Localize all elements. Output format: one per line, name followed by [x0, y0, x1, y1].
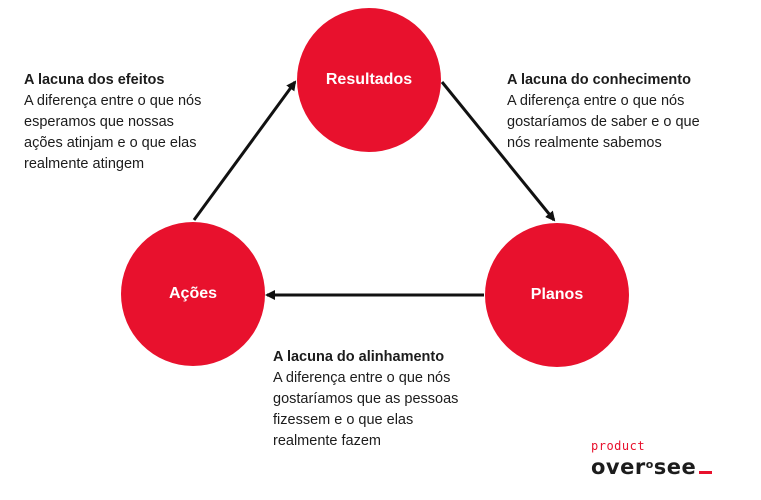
gap-alinhamento-line: fizessem e o que elas — [273, 412, 414, 428]
logo-main-small: o — [645, 458, 654, 471]
arrow-resultados-to-planos — [440, 81, 556, 222]
gap-conhecimento-line: A diferença entre o que nós — [507, 93, 685, 109]
logo-main-after: see — [653, 455, 697, 479]
node-planos-label: Planos — [530, 286, 584, 303]
gap-efeitos-line: esperamos que nossas — [24, 114, 174, 130]
node-resultados-circle — [297, 8, 441, 152]
gap-efeitos-title: A lacuna dos efeitos — [24, 72, 165, 88]
gap-conhecimento-title: A lacuna do conhecimento — [507, 72, 691, 88]
gap-efeitos-line: ações atinjam e o que elas — [24, 135, 197, 151]
node-acoes-label: Ações — [168, 285, 218, 302]
node-resultados-label: Resultados — [325, 71, 413, 88]
gap-alinhamento: A lacuna do alinhamento A diferença entr… — [273, 347, 503, 452]
gap-conhecimento-line: nós realmente sabemos — [507, 135, 662, 151]
gap-efeitos-line: A diferença entre o que nós — [24, 93, 202, 109]
logo-main-before: over — [591, 455, 646, 479]
gap-efeitos-line: realmente atingem — [24, 156, 145, 172]
gap-alinhamento-line: A diferença entre o que nós — [273, 370, 451, 386]
gap-conhecimento: A lacuna do conhecimento A diferença ent… — [507, 70, 747, 154]
gap-alinhamento-title: A lacuna do alinhamento — [273, 349, 445, 365]
logo-cursor-mark — [699, 471, 713, 474]
gap-alinhamento-line: realmente fazem — [273, 433, 381, 449]
node-acoes-circle — [121, 222, 265, 366]
node-planos-circle — [485, 223, 629, 367]
product-oversee-logo: product overosee — [591, 440, 731, 479]
gap-alinhamento-line: gostaríamos que as pessoas — [273, 391, 459, 407]
gap-conhecimento-line: gostaríamos de saber e o que — [507, 114, 700, 130]
logo-main-text: overosee — [591, 453, 731, 479]
logo-top-text: product — [591, 439, 646, 453]
gap-efeitos: A lacuna dos efeitos A diferença entre o… — [24, 70, 244, 175]
arrow-acoes-to-resultados — [192, 80, 297, 221]
